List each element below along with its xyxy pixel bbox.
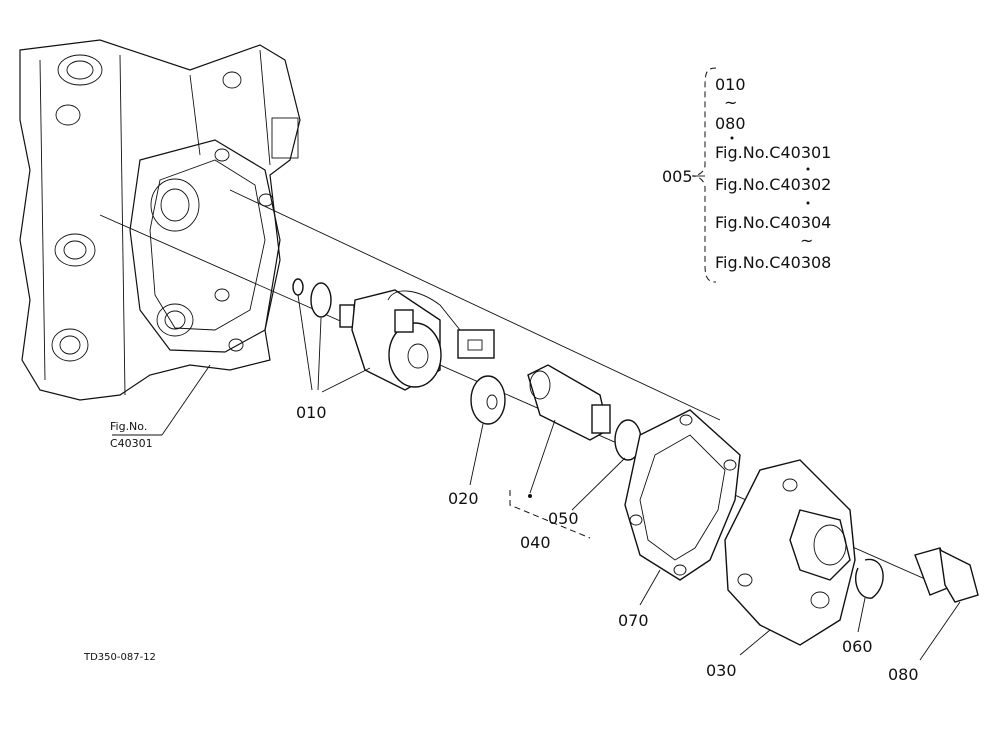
figref-line2: C40301 bbox=[110, 437, 153, 450]
washer-020 bbox=[470, 375, 506, 425]
legend-ref-tilde: ~ bbox=[800, 231, 813, 250]
gasket-070 bbox=[624, 409, 741, 581]
callout-010: 010 bbox=[296, 403, 327, 422]
figref-line1: Fig.No. bbox=[110, 420, 147, 433]
legend-ref-4: Fig.No.C40308 bbox=[715, 253, 831, 272]
callout-050: 050 bbox=[548, 509, 579, 528]
small-o-ring bbox=[292, 278, 304, 296]
drawing-code: TD350-087-12 bbox=[83, 652, 156, 663]
callout-040: 040 bbox=[520, 533, 551, 552]
legend-ref-2: Fig.No.C40302 bbox=[715, 175, 831, 194]
callout-080: 080 bbox=[888, 665, 919, 684]
legend-group-number: 005 bbox=[662, 167, 693, 186]
guide-line-upper bbox=[229, 189, 721, 421]
legend-tilde: ~ bbox=[724, 93, 737, 112]
callout-030: 030 bbox=[706, 661, 737, 680]
legend-ref-1: Fig.No.C40301 bbox=[715, 143, 831, 162]
leader-lines bbox=[112, 294, 961, 661]
o-ring-010 bbox=[310, 282, 332, 318]
callout-070: 070 bbox=[618, 611, 649, 630]
cover-030 bbox=[724, 459, 856, 646]
bolt-080 bbox=[914, 547, 979, 603]
reference-legend: 005 010 ~ 080 Fig.No.C40301 Fig.No.C4030… bbox=[662, 67, 831, 283]
snap-ring-060 bbox=[854, 558, 884, 599]
legend-range-start: 010 bbox=[715, 75, 746, 94]
legend-ref-3: Fig.No.C40304 bbox=[715, 213, 831, 232]
callout-020: 020 bbox=[448, 489, 479, 508]
callout-060: 060 bbox=[842, 637, 873, 656]
solenoid-coil bbox=[339, 289, 495, 391]
spool-040 bbox=[527, 364, 611, 441]
legend-range-end: 080 bbox=[715, 114, 746, 133]
valve-housing bbox=[19, 39, 301, 401]
